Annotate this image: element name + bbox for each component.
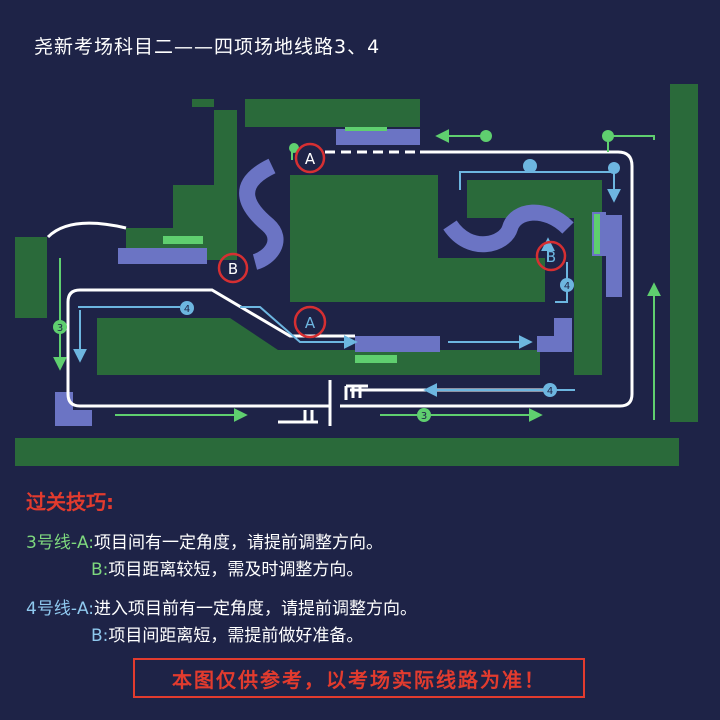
route3-tip-b: B:项目距离较短，需及时调整方向。 <box>91 555 363 580</box>
platform-stripe <box>345 127 387 131</box>
building <box>290 175 438 255</box>
route4-number-label: 4 <box>184 304 190 315</box>
platform <box>336 129 420 145</box>
buildings <box>15 84 698 466</box>
platform <box>606 215 622 297</box>
route4-tip-a: 4号线-A:进入项目前有一定角度，请提前调整方向。 <box>26 594 417 619</box>
building <box>192 99 214 107</box>
building <box>97 318 540 375</box>
left-curve-road <box>46 221 127 239</box>
route3-tip-b-text: 项目距离较短，需及时调整方向。 <box>108 560 364 580</box>
route-3 <box>53 129 661 422</box>
page-title: 尧新考场科目二——四项场地线路3、4 <box>34 36 381 58</box>
building <box>245 99 420 127</box>
s-curve-left <box>239 158 284 270</box>
corner-platform <box>537 318 572 352</box>
marker-b-label: B <box>228 260 238 278</box>
route3-b-label: B: <box>91 560 109 580</box>
route3-number-label: 3 <box>421 411 427 422</box>
route4-tip-b-text: 项目间距离短，需提前做好准备。 <box>108 626 364 646</box>
platform-stripe <box>163 236 203 244</box>
s-curve-right <box>443 204 574 253</box>
building <box>290 175 545 302</box>
route3-tip-a-text: 项目间有一定角度，请提前调整方向。 <box>94 533 384 553</box>
route4-number-label: 4 <box>547 386 553 397</box>
route3-label: 3号线-A: <box>26 533 95 553</box>
platform <box>355 336 440 352</box>
route4-label: 4号线-A: <box>26 599 95 619</box>
route4-arrow <box>240 306 358 349</box>
route-map: 3 3 4 4 4 A B A B <box>15 84 698 466</box>
building <box>15 438 679 466</box>
point-markers: A B A B <box>217 142 567 339</box>
corner-platform <box>55 392 92 426</box>
platform-stripe <box>594 214 600 254</box>
building <box>126 110 237 260</box>
notice-text: 本图仅供参考，以考场实际线路为准！ <box>172 667 546 692</box>
building <box>15 237 47 318</box>
route-number-markers: 3 3 4 4 4 <box>53 130 620 422</box>
outer-road <box>340 150 634 408</box>
marker-a-label: A <box>305 150 316 168</box>
tips-heading: 过关技巧: <box>26 490 114 514</box>
route-4 <box>73 171 621 397</box>
route3-tip-a: 3号线-A:项目间有一定角度，请提前调整方向。 <box>26 528 383 553</box>
route4-arrow <box>459 171 621 203</box>
gate-markings <box>278 410 318 424</box>
marker-b-left <box>217 252 249 284</box>
gate-markings <box>344 384 368 400</box>
route4-tip-b: B:项目间距离短，需提前做好准备。 <box>91 621 363 646</box>
marker-a-mid <box>293 305 327 339</box>
route3-arrow <box>607 135 655 152</box>
platform <box>118 248 207 264</box>
route4-tip-a-text: 进入项目前有一定角度，请提前调整方向。 <box>94 599 418 619</box>
outer-road <box>66 288 330 408</box>
platforms <box>55 127 622 426</box>
outer-road <box>80 288 355 338</box>
marker-b-right <box>535 240 567 272</box>
building <box>670 84 698 422</box>
marker-b-label: B <box>546 248 556 266</box>
marker-a-label: A <box>305 314 316 332</box>
platform-stripe <box>355 355 397 363</box>
marker-a-top <box>294 142 326 174</box>
route4-arrow <box>555 262 568 303</box>
route4-number-label: 4 <box>564 281 570 292</box>
notice-box: 本图仅供参考，以考场实际线路为准！ <box>133 658 585 698</box>
route4-b-label: B: <box>91 626 109 646</box>
building <box>574 180 602 375</box>
route3-number-label: 3 <box>57 323 63 334</box>
